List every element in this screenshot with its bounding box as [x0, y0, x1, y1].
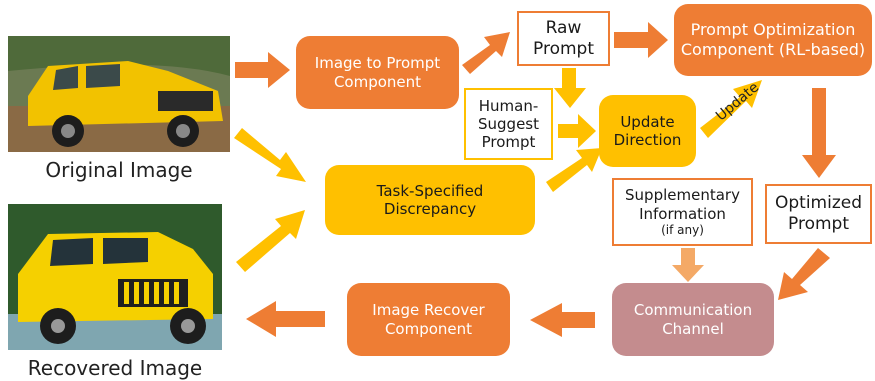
- arrow-po-to-optimized: [802, 88, 836, 178]
- arrow-raw-to-update: [554, 68, 586, 108]
- human-suggest-prompt-box: Human- Suggest Prompt: [464, 88, 553, 160]
- raw-prompt-box: Raw Prompt: [517, 11, 610, 66]
- image-to-prompt-component: Image to Prompt Component: [296, 36, 459, 109]
- prompt-optimization-component: Prompt Optimization Component (RL-based): [674, 4, 872, 76]
- orange-arrows: [235, 22, 836, 337]
- original-image-caption: Original Image: [45, 158, 193, 182]
- arrow-supp-to-channel: [672, 248, 704, 282]
- arrow-human-to-update: [558, 114, 596, 148]
- yellow-arrows: [234, 68, 762, 272]
- communication-channel-box: Communication Channel: [612, 283, 774, 356]
- arrow-i2p-to-raw: [462, 32, 510, 74]
- arrow-channel-to-recover: [530, 303, 595, 337]
- original-image: [8, 36, 230, 152]
- image-recover-component: Image Recover Component: [347, 283, 510, 356]
- optimized-prompt-box: Optimized Prompt: [765, 184, 872, 244]
- light-orange-arrows: [672, 248, 704, 282]
- recovered-image: [8, 204, 222, 350]
- supplementary-information-box: Supplementary Information (if any): [612, 178, 753, 246]
- arrow-task-to-update: [546, 148, 602, 192]
- arrow-original-to-task: [234, 128, 306, 182]
- arrow-optimized-to-channel: [778, 248, 830, 300]
- arrow-update-to-po: [700, 80, 762, 138]
- task-specified-discrepancy-box: Task-Specified Discrepancy: [325, 165, 535, 235]
- arrow-recover-to-recovered: [246, 301, 325, 337]
- arrow-recovered-to-task: [236, 210, 305, 272]
- arrow-raw-to-po: [614, 22, 668, 58]
- recovered-image-caption: Recovered Image: [27, 356, 203, 380]
- supplementary-information-note: (if any): [661, 222, 704, 237]
- update-direction-box: Update Direction: [599, 95, 696, 167]
- supplementary-information-label: Supplementary Information: [625, 186, 740, 223]
- arrow-original-to-i2p: [235, 52, 290, 88]
